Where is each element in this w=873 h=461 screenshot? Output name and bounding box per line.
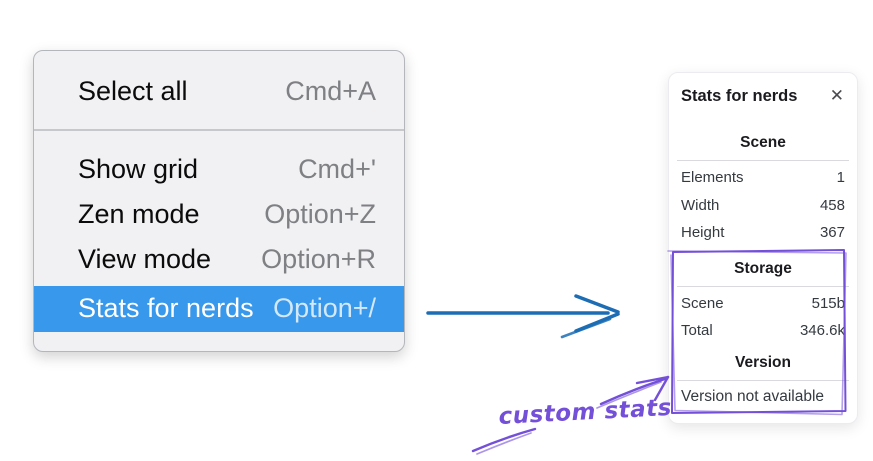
menu-item-zen-mode[interactable]: Zen mode Option+Z (34, 192, 404, 237)
version-section-header: Version (735, 353, 791, 371)
stats-panel-title: Stats for nerds (681, 86, 798, 105)
menu-item-view-mode[interactable]: View mode Option+R (34, 237, 404, 282)
stat-value: 458 (819, 196, 845, 214)
stat-label: Total (681, 322, 713, 340)
stat-row-total-storage: Total 346.6k (681, 317, 845, 345)
blue-arrow (426, 294, 620, 339)
version-section: Version Version not available (677, 353, 849, 411)
stat-row-scene-storage: Scene 515b (681, 290, 845, 318)
menu-item-label: Stats for nerds (78, 293, 254, 323)
menu-item-shortcut: Cmd+A (285, 75, 376, 106)
menu-item-stats-for-nerds[interactable]: Stats for nerds Option+/ (34, 285, 404, 332)
menu-group: Show grid Cmd+' Zen mode Option+Z View m… (34, 147, 404, 332)
stat-value: 346.6k (799, 322, 845, 340)
purple-arrow (471, 375, 670, 455)
section-divider (677, 285, 849, 287)
stat-label: Elements (681, 169, 744, 187)
stats-panel: Stats for nerds ✕ Scene Elements 1 Width… (668, 72, 858, 424)
stat-value: 515b (811, 294, 845, 312)
close-icon[interactable]: ✕ (829, 85, 844, 106)
storage-section: Storage Scene 515b Total 346.6k (677, 259, 849, 345)
menu-divider (34, 129, 404, 131)
stat-row-height: Height 367 (681, 219, 845, 247)
menu-item-select-all[interactable]: Select all Cmd+A (34, 63, 404, 119)
menu-item-show-grid[interactable]: Show grid Cmd+' (34, 147, 404, 192)
stat-row-width: Width 458 (681, 192, 845, 220)
stat-row-elements: Elements 1 (681, 164, 845, 192)
custom-stats-annotation: custom stats (498, 395, 672, 430)
scene-section: Scene Elements 1 Width 458 Height 367 (677, 133, 849, 247)
stats-panel-titlebar: Stats for nerds ✕ (681, 85, 845, 107)
context-menu: Select all Cmd+A Show grid Cmd+' Zen mod… (33, 50, 405, 352)
stat-value: 367 (819, 224, 845, 242)
stat-value: 1 (836, 169, 845, 187)
storage-section-header: Storage (734, 259, 792, 277)
menu-item-label: View mode (78, 243, 212, 274)
menu-item-label: Select all (78, 75, 188, 106)
section-divider (677, 160, 849, 161)
menu-item-shortcut: Option+Z (264, 198, 376, 229)
section-divider (677, 379, 849, 381)
version-note: Version not available (681, 388, 825, 405)
stat-label: Scene (681, 294, 724, 312)
menu-item-label: Show grid (78, 153, 199, 184)
stat-label: Width (681, 196, 720, 214)
scene-section-header: Scene (740, 134, 786, 151)
stat-label: Height (681, 224, 725, 242)
menu-item-shortcut: Option+R (261, 243, 376, 274)
menu-item-shortcut: Cmd+' (298, 153, 376, 184)
menu-item-shortcut: Option+/ (273, 293, 376, 323)
menu-item-label: Zen mode (78, 198, 200, 229)
